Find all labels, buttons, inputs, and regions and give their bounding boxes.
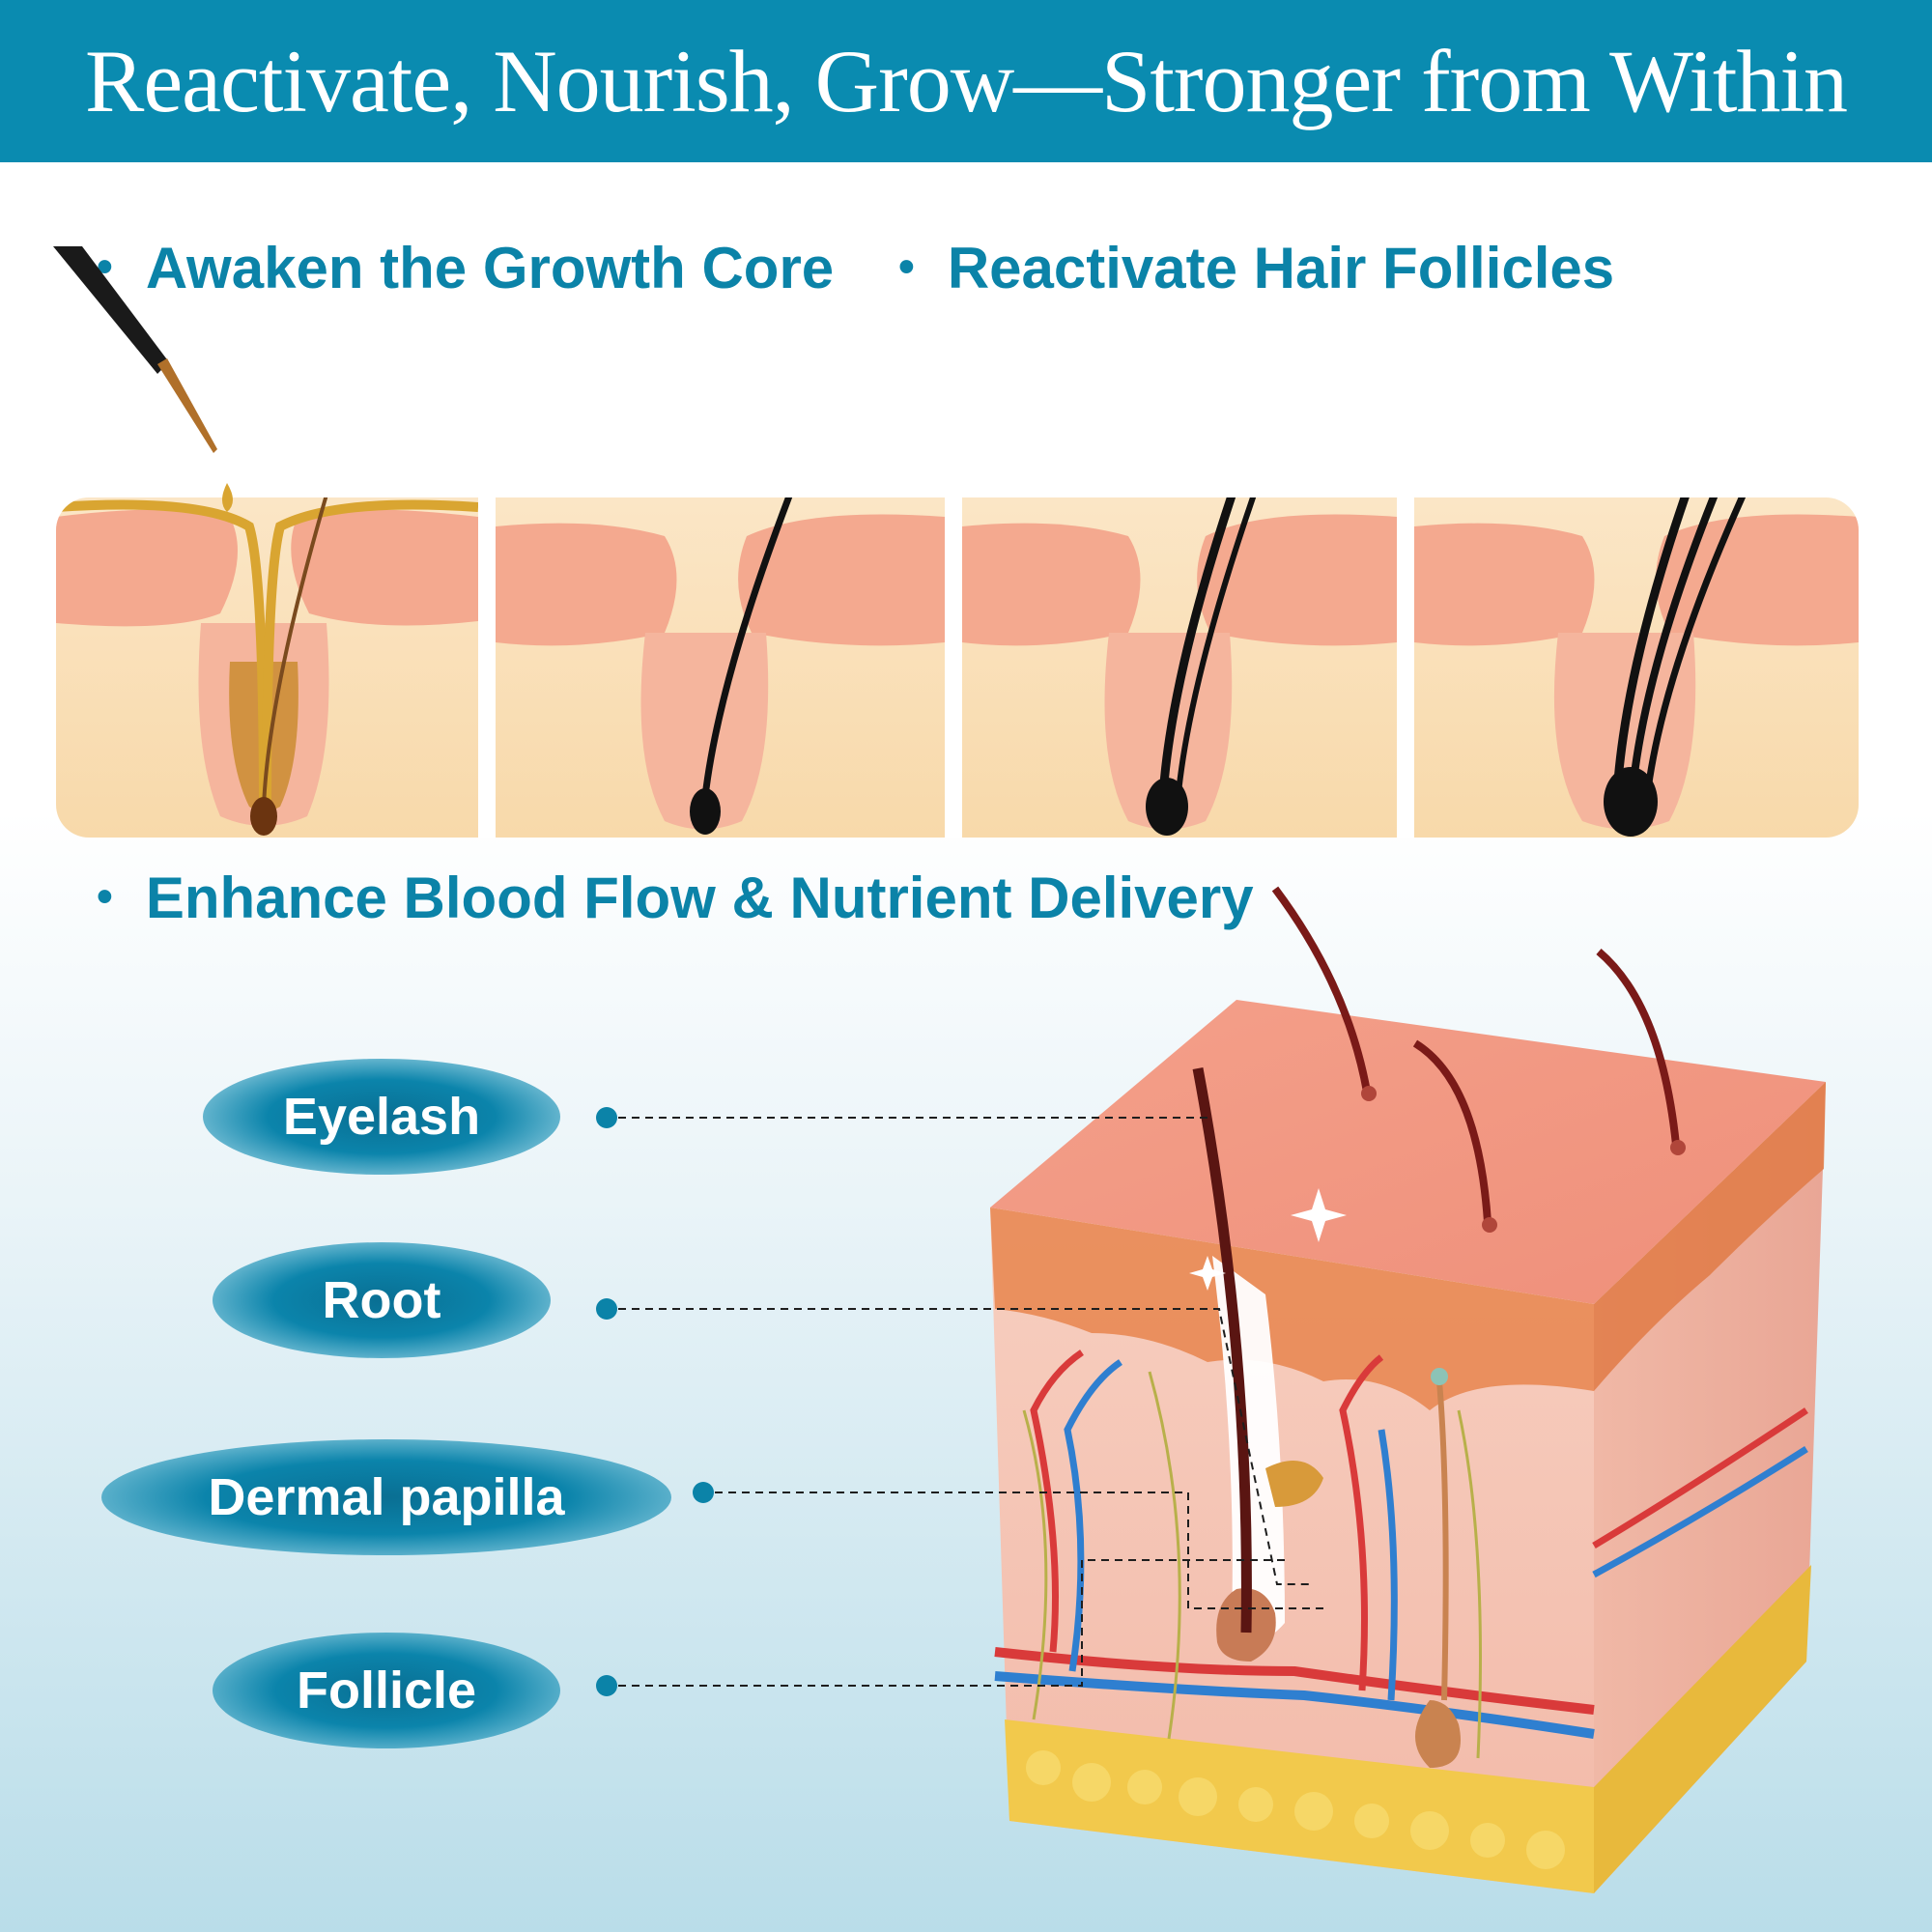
label-follicle-text: Follicle [296,1662,477,1719]
papilla-pointer-dot [693,1482,714,1503]
sparkle-icon [1189,1256,1226,1291]
label-dermal-papilla: Dermal papilla [101,1439,671,1555]
label-root-text: Root [322,1271,441,1329]
stage-panel-4 [1414,497,1859,838]
root-pointer-dot [596,1298,617,1320]
applicator-brush-icon [53,246,233,512]
skin-cross-section-illustration [990,886,1826,1893]
bullet-dot-icon: • [898,241,915,293]
bullet-text: Enhance Blood Flow & Nutrient Delivery [145,866,1254,930]
header-banner: Reactivate, Nourish, Grow—Stronger from … [0,0,1932,162]
bullet-text: Awaken the Growth Core [145,236,835,300]
page-title: Reactivate, Nourish, Grow—Stronger from … [84,32,1848,130]
label-eyelash: Eyelash [203,1059,560,1175]
stage-panel-3 [962,497,1397,838]
stage-panel-2 [496,497,945,838]
eyelash-pointer-dot [596,1107,617,1128]
bullet-reactivate-follicles: • Reactivate Hair Follicles [898,235,1614,301]
bullet-text: Reactivate Hair Follicles [947,236,1615,300]
sparkle-icon [1291,1188,1347,1242]
bullet-awaken-growth-core: •Awaken the Growth Core [97,235,834,301]
label-root: Root [213,1242,551,1358]
stage-panel-1 [56,497,479,838]
label-follicle: Follicle [213,1633,560,1748]
hair-growth-stages-illustration [56,497,1859,838]
label-papilla-text: Dermal papilla [208,1468,565,1526]
serum-drop-icon [222,483,233,512]
follicle-pointer-dot [596,1675,617,1696]
label-eyelash-text: Eyelash [282,1088,481,1146]
bullet-dot-icon: • [97,870,113,923]
bullet-blood-flow: • Enhance Blood Flow & Nutrient Delivery [97,865,1254,931]
